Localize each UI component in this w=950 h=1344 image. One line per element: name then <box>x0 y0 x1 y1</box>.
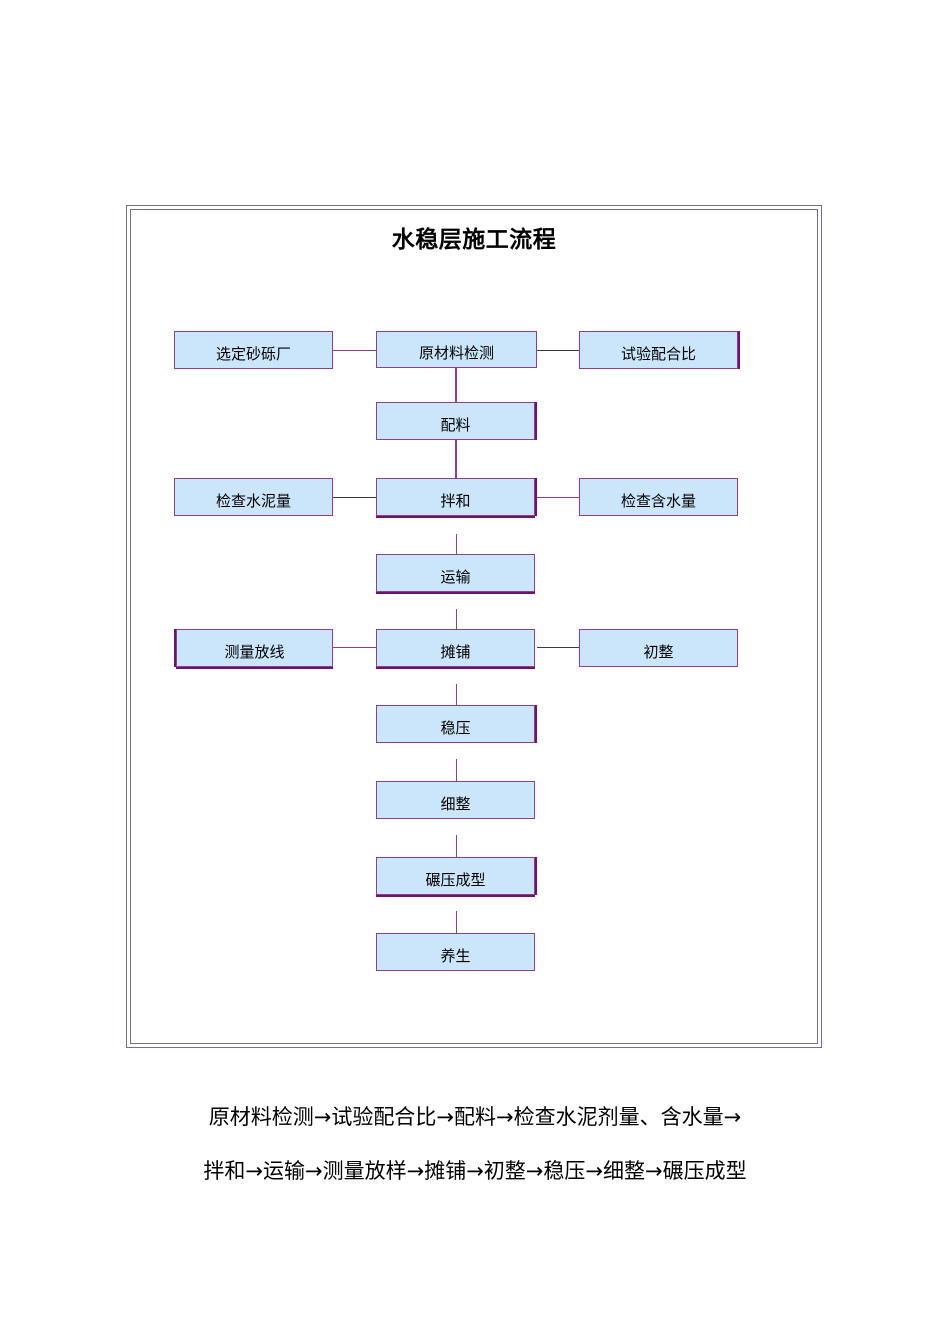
flow-node-shiyanpeiheibi[interactable]: 试验配合比 <box>579 331 738 369</box>
flow-node-label: 摊铺 <box>440 643 471 661</box>
flow-node-nianyachengxing[interactable]: 碾压成型 <box>376 857 535 895</box>
flow-node-label: 运输 <box>440 568 471 586</box>
flowchart-canvas: 选定砂砾厂 原材料检测 试验配合比 配料 检查水泥量 拌和 检查含水量 运输 测… <box>127 206 823 1049</box>
flow-node-yangsheng[interactable]: 养生 <box>376 933 535 971</box>
flowchart-frame: 水稳层施工流程 选定砂砾厂 <box>126 205 822 1048</box>
edge-n2-n4 <box>455 346 457 404</box>
flow-node-label: 测量放线 <box>224 643 285 661</box>
flow-node-xizheng[interactable]: 细整 <box>376 781 535 819</box>
flow-node-label: 试验配合比 <box>620 345 696 363</box>
flow-node-banhe[interactable]: 拌和 <box>376 478 535 516</box>
process-caption: 原材料检测→试验配合比→配料→检查水泥剂量、含水量→ 拌和→运输→测量放样→摊铺… <box>110 1090 840 1198</box>
flow-node-label: 碾压成型 <box>425 871 486 889</box>
flow-node-yunshu[interactable]: 运输 <box>376 554 535 592</box>
edge-n4-n6 <box>455 438 457 497</box>
edge-n10-n11 <box>537 647 580 648</box>
edge-n5-n6 <box>333 497 378 498</box>
flow-node-xuandingshaliqichang[interactable]: 选定砂砾厂 <box>174 331 333 369</box>
edge-n9-n10 <box>333 647 378 648</box>
flow-node-label: 配料 <box>440 416 471 434</box>
flow-node-label: 稳压 <box>440 719 471 737</box>
flow-node-label: 检查水泥量 <box>215 492 291 510</box>
caption-line-1: 原材料检测→试验配合比→配料→检查水泥剂量、含水量→ <box>208 1105 742 1129</box>
flow-node-label: 原材料检测 <box>418 344 494 362</box>
edge-n6-n7 <box>537 497 580 498</box>
flow-node-label: 拌和 <box>440 492 471 510</box>
edge-n2-n3 <box>537 350 580 351</box>
flow-node-chuzheng[interactable]: 初整 <box>579 629 738 667</box>
flow-node-label: 养生 <box>440 947 471 965</box>
flow-node-yuancailiaojiance[interactable]: 原材料检测 <box>376 331 537 368</box>
flow-node-wenya[interactable]: 稳压 <box>376 705 535 743</box>
flow-node-jianchahanshuiliang[interactable]: 检查含水量 <box>579 478 738 516</box>
flow-node-label: 细整 <box>440 795 471 813</box>
page-title: 水稳层施工流程 <box>391 227 557 253</box>
edge-n1-n2 <box>333 350 378 351</box>
flow-node-label: 选定砂砾厂 <box>215 345 291 363</box>
flow-node-peiliao[interactable]: 配料 <box>376 402 535 440</box>
flow-node-tanpu[interactable]: 摊铺 <box>376 629 535 667</box>
flow-node-label: 初整 <box>643 643 674 661</box>
flow-node-label: 检查含水量 <box>620 492 696 510</box>
flow-node-jianchashuiniliang[interactable]: 检查水泥量 <box>174 478 333 516</box>
flow-node-celiangfangxian[interactable]: 测量放线 <box>176 629 333 667</box>
caption-line-2: 拌和→运输→测量放样→摊铺→初整→稳压→细整→碾压成型 <box>203 1159 747 1183</box>
